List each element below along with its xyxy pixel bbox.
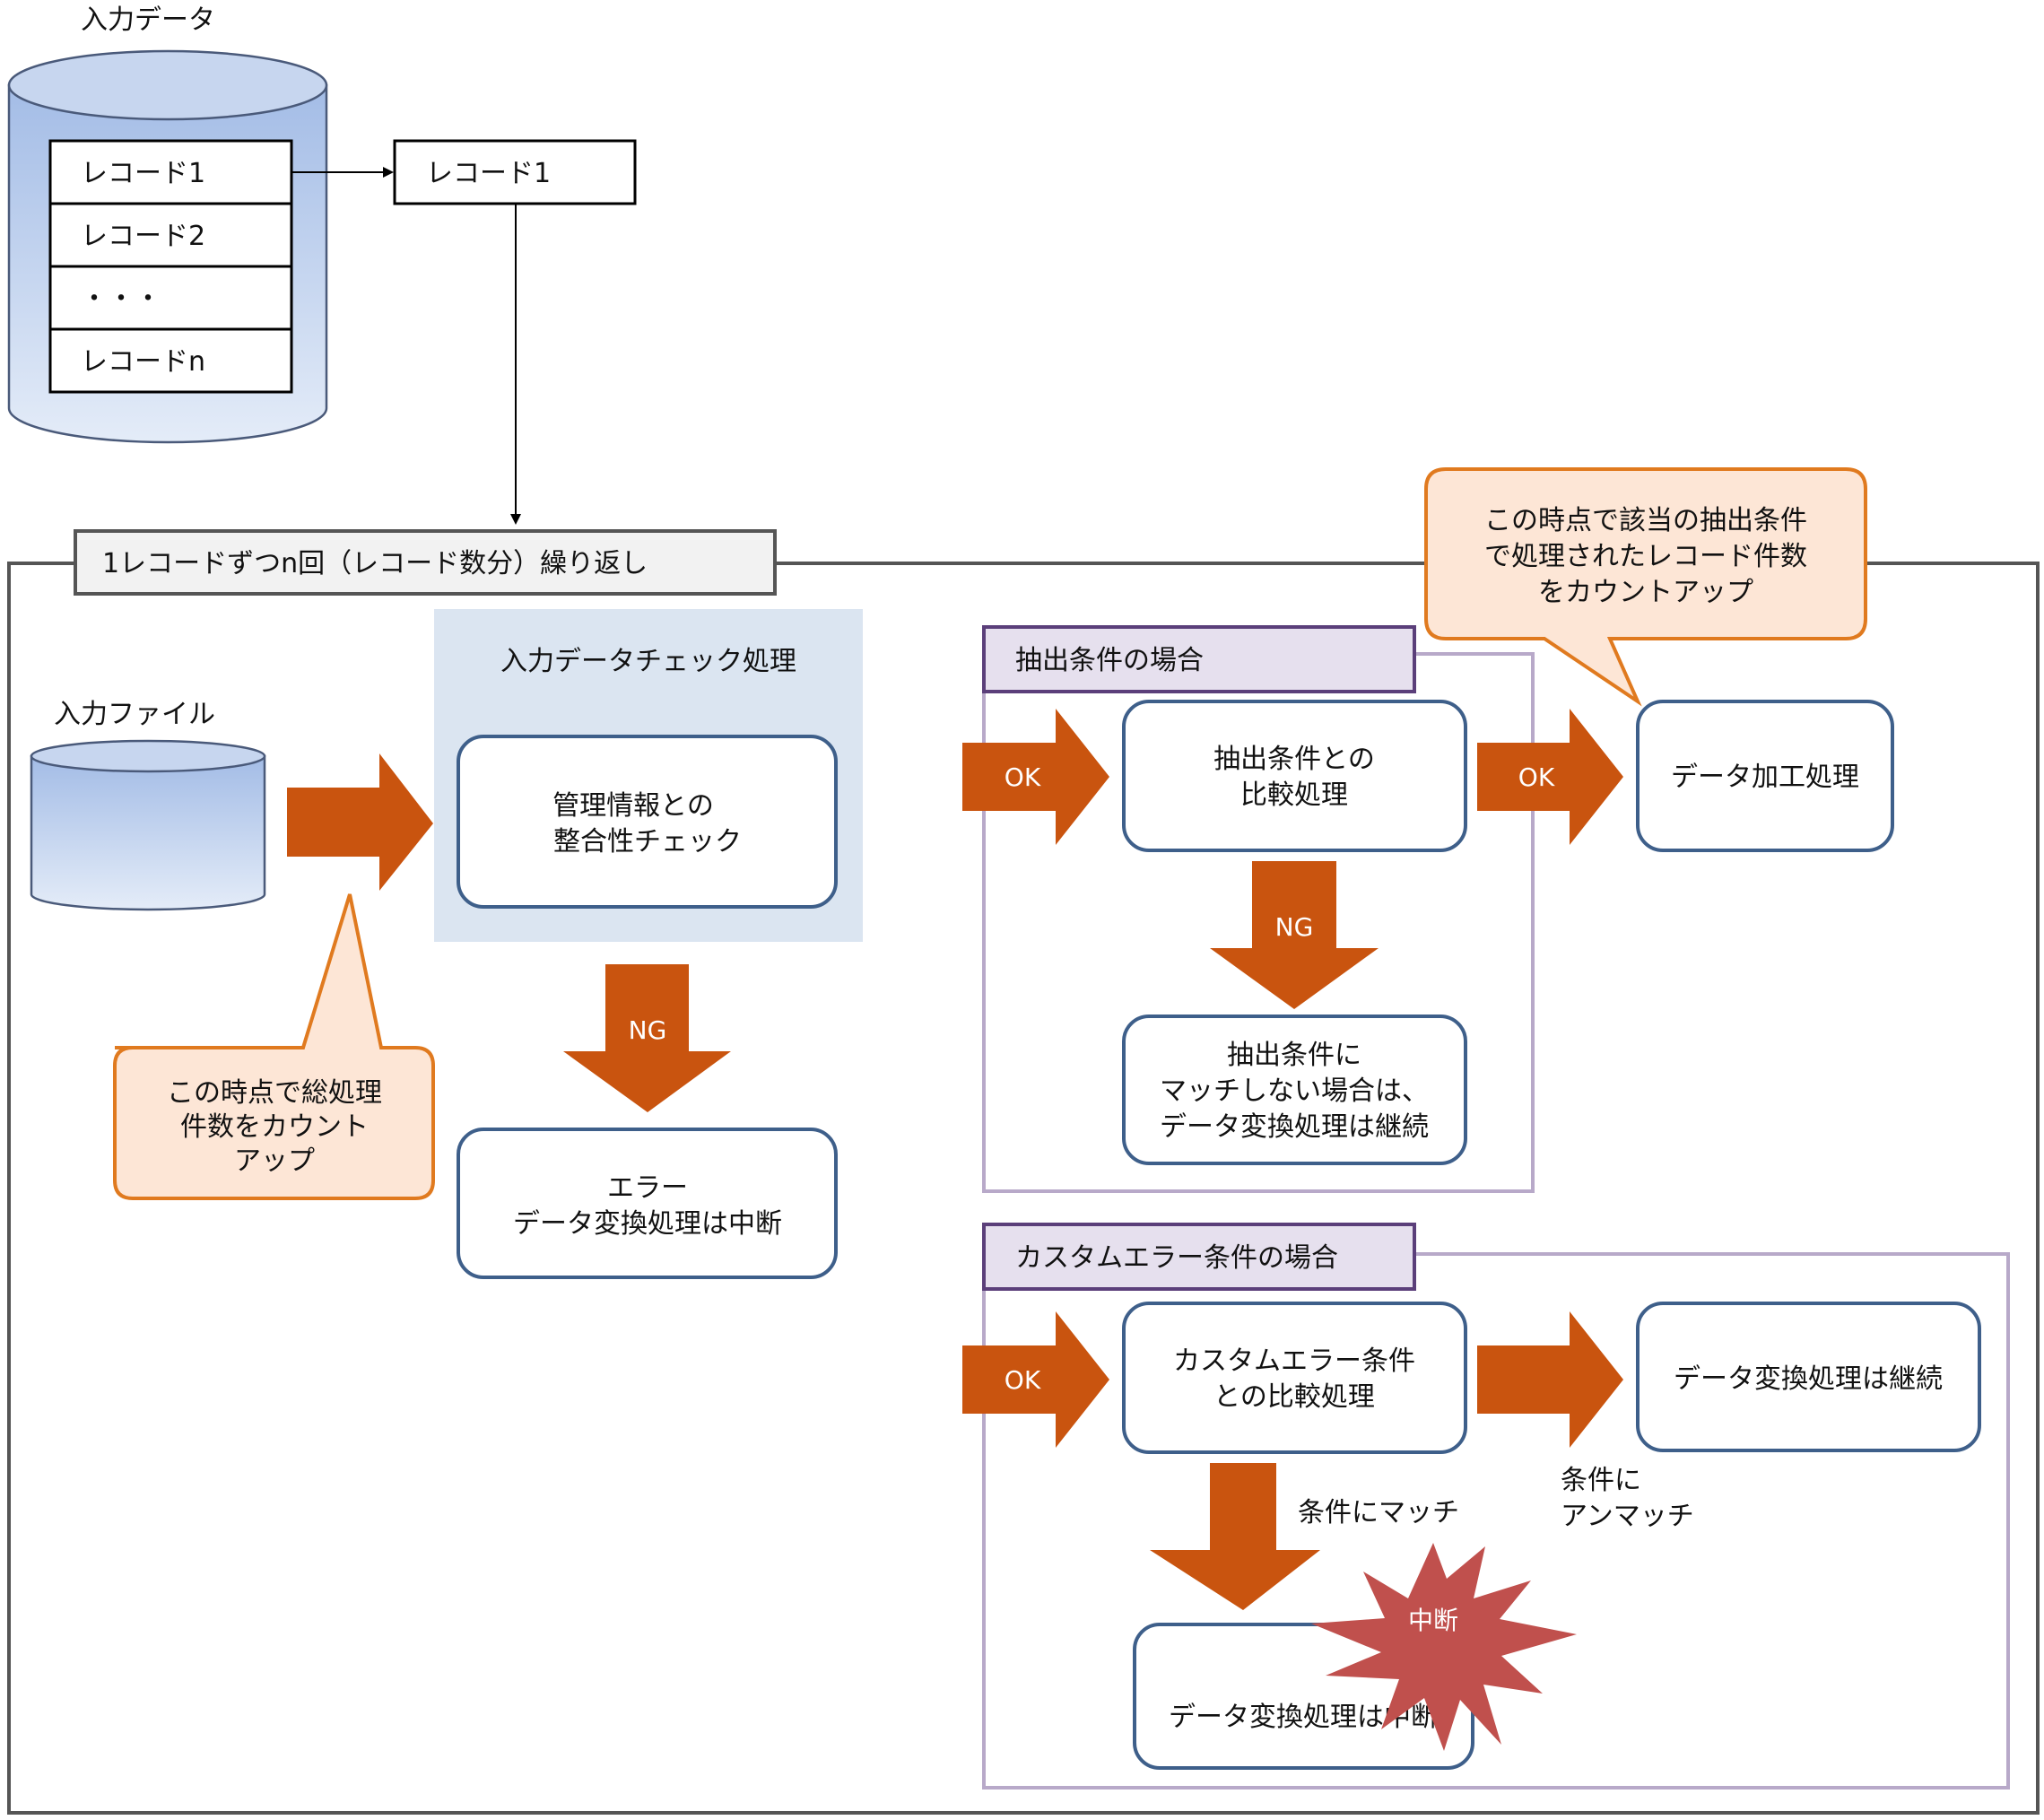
continue-label: データ変換処理は継続 (1674, 1363, 1943, 1395)
record-label: レコードn (81, 346, 205, 378)
extract-nomatch-box (1122, 1014, 1467, 1165)
burst-label: 中断 (1408, 1606, 1458, 1635)
flow-arrow (287, 753, 433, 891)
ng-arrow (1210, 861, 1379, 1009)
ng-label: NG (629, 1015, 667, 1045)
loop-label-box (74, 529, 777, 596)
custom-compare-box (1122, 1302, 1467, 1454)
custom-compare-line: カスタムエラー条件 (1173, 1345, 1415, 1377)
data-processing-box (1636, 700, 1894, 852)
unmatch-line: 条件に (1561, 1465, 1641, 1496)
callout-total-line: この時点で総処理 (167, 1077, 382, 1109)
callout-extract-line: で処理されたレコード件数 (1484, 541, 1807, 572)
extract-nomatch-line: マッチしない場合は、 (1160, 1075, 1429, 1107)
abort-burst (1311, 1543, 1577, 1751)
extract-title-box (982, 625, 1416, 693)
callout-total-line: アップ (234, 1145, 315, 1177)
custom-title: カスタムエラー条件の場合 (1015, 1242, 1338, 1274)
error-box (457, 1128, 838, 1279)
custom-title-box (982, 1223, 1416, 1291)
custom-section (982, 1252, 2010, 1790)
extract-nomatch-line: データ変換処理は継続 (1160, 1111, 1429, 1143)
loop-container (7, 562, 2040, 1815)
extract-compare-line: 抽出条件との (1213, 744, 1375, 775)
record-label: レコード1 (81, 158, 205, 189)
callout-extract-line: この時点で該当の抽出条件 (1484, 505, 1807, 536)
consistency-check-line: 管理情報との (552, 790, 714, 822)
current-record-box (393, 139, 637, 205)
data-processing-label: データ加工処理 (1671, 762, 1859, 793)
ok-label: OK (1005, 1365, 1041, 1395)
ng-arrow (563, 964, 731, 1112)
unmatch-line: アンマッチ (1561, 1501, 1694, 1532)
input-data-title: 入力データ (81, 4, 215, 36)
ok-arrow (1477, 709, 1623, 845)
record-label: レコード2 (81, 221, 205, 252)
record-row (48, 327, 293, 394)
input-file-label: 入力ファイル (54, 699, 215, 730)
extract-compare-line: 比較処理 (1240, 779, 1348, 811)
current-record-label: レコード1 (426, 158, 551, 189)
continue-box (1636, 1302, 1981, 1452)
callout-extract-line: をカウントアップ (1538, 577, 1753, 608)
extract-title: 抽出条件の場合 (1015, 645, 1204, 676)
callout-total-line: 件数をカウント (180, 1111, 369, 1143)
input-file-cylinder (30, 739, 266, 911)
error-line: データ変換処理は中断 (513, 1208, 782, 1240)
check-group-title: 入力データチェック処理 (500, 646, 796, 677)
ok-arrow (962, 709, 1109, 845)
extract-nomatch-line: 抽出条件に (1227, 1040, 1361, 1071)
ng-label: NG (1275, 912, 1314, 942)
error-line: エラー (607, 1172, 688, 1204)
custom-compare-line: との比較処理 (1213, 1381, 1375, 1413)
ok-label: OK (1518, 762, 1555, 792)
callout-total-count (113, 893, 435, 1200)
match-arrow (1150, 1463, 1320, 1610)
consistency-check-line: 整合性チェック (553, 826, 742, 858)
loop-label: 1レコードずつn回（レコード数分）繰り返し (102, 548, 648, 579)
match-label: 条件にマッチ (1298, 1497, 1459, 1528)
record-label: ・・・ (81, 283, 161, 315)
ok-arrow (962, 1311, 1109, 1448)
extract-compare-box (1122, 700, 1467, 852)
ok-label: OK (1005, 762, 1041, 792)
record-row (48, 202, 293, 268)
record-row (48, 265, 293, 331)
record-list: レコード1 レコード2 ・・・ レコードn (48, 139, 293, 394)
consistency-check-box (457, 735, 838, 909)
callout-extract-count (1424, 467, 1867, 707)
unmatch-arrow (1477, 1311, 1623, 1448)
